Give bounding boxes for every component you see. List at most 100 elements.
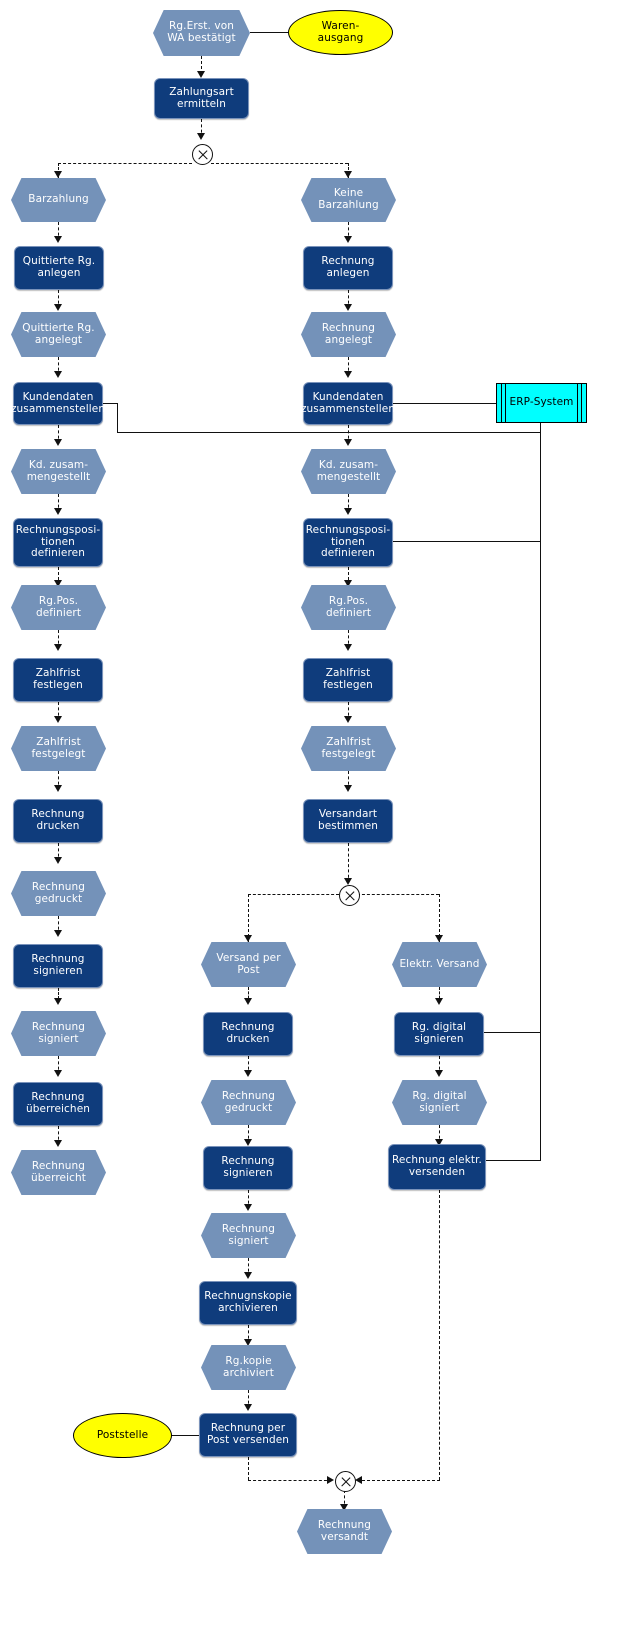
- function-label: Rechnung drucken: [31, 808, 85, 832]
- event-label: Rechnung überreicht: [31, 1159, 86, 1184]
- function-rechnung-signieren-post[interactable]: Rechnung signieren: [203, 1146, 293, 1190]
- edge-l3: [58, 357, 59, 376]
- arrowhead: [344, 236, 352, 243]
- edge-r8: [348, 702, 349, 721]
- function-rg-digital-signieren[interactable]: Rg. digital signieren: [394, 1012, 484, 1056]
- event-rechnung-versandt[interactable]: Rechnung versandt: [297, 1509, 392, 1554]
- xor-connector-join[interactable]: [335, 1471, 356, 1492]
- event-label: Rechnung signiert: [221, 1222, 276, 1247]
- edge-xor2-right: [357, 894, 439, 895]
- arrowhead: [435, 1070, 443, 1077]
- arrowhead: [344, 644, 352, 651]
- edge-l7: [58, 630, 59, 649]
- event-label: Elektr. Versand: [399, 957, 480, 970]
- edge-m3: [248, 1125, 249, 1144]
- arrowhead: [54, 508, 62, 515]
- edge-xor2-right-down: [439, 894, 440, 942]
- function-rechnungspositionen-definieren-bar[interactable]: Rechnungsposi-tionen definieren: [13, 518, 103, 567]
- information-system-erp[interactable]: ERP-System: [496, 383, 587, 423]
- arrowhead: [54, 644, 62, 651]
- event-label: Rechnung versandt: [317, 1518, 372, 1543]
- function-zahlungsart-ermitteln[interactable]: Zahlungsart ermitteln: [154, 78, 249, 119]
- edge-postversand-down: [248, 1457, 249, 1480]
- function-rechnung-ueberreichen[interactable]: Rechnung überreichen: [13, 1082, 103, 1126]
- arrowhead: [435, 1139, 443, 1146]
- event-rechnung-signiert-bar[interactable]: Rechnung signiert: [11, 1011, 106, 1056]
- arrowhead: [54, 1070, 62, 1077]
- xor-connector-split-2[interactable]: [339, 885, 360, 906]
- event-zahlfrist-festgelegt-keinebar[interactable]: Zahlfrist festgelegt: [301, 726, 396, 771]
- event-label: Zahlfrist festgelegt: [31, 735, 86, 760]
- edge-l6: [58, 567, 59, 585]
- edge-xor2-left-down: [248, 894, 249, 942]
- edge-r4: [348, 425, 349, 444]
- org-unit-warenausgang[interactable]: Waren-ausgang: [288, 10, 393, 55]
- edge-m2: [248, 1056, 249, 1075]
- arrowhead: [54, 857, 62, 864]
- arrowhead: [54, 304, 62, 311]
- event-rg-digital-signiert[interactable]: Rg. digital signiert: [392, 1080, 487, 1125]
- edge-xor1-left: [58, 163, 192, 164]
- arrowhead: [344, 371, 352, 378]
- arrowhead: [54, 371, 62, 378]
- event-zahlfrist-festgelegt-bar[interactable]: Zahlfrist festgelegt: [11, 726, 106, 771]
- edge-l13: [58, 1056, 59, 1075]
- edge-startevent-to-warenausgang: [250, 32, 288, 34]
- function-zahlfrist-festlegen-keinebar[interactable]: Zahlfrist festlegen: [303, 658, 393, 702]
- function-rechnung-anlegen[interactable]: Rechnung anlegen: [303, 246, 393, 290]
- edge-l14: [58, 1126, 59, 1145]
- event-rechnung-gedruckt-bar[interactable]: Rechnung gedruckt: [11, 871, 106, 916]
- edge-r5: [348, 494, 349, 513]
- function-label: Rechnung signieren: [221, 1155, 275, 1179]
- org-unit-poststelle[interactable]: Poststelle: [73, 1413, 172, 1458]
- function-quittierte-rg-anlegen[interactable]: Quittierte Rg. anlegen: [14, 246, 104, 290]
- event-versand-per-post[interactable]: Versand per Post: [201, 942, 296, 987]
- event-rgpos-definiert-bar[interactable]: Rg.Pos. definiert: [11, 585, 106, 630]
- edge-r1: [348, 222, 349, 241]
- system-bar-right-inner: [577, 384, 578, 422]
- edge-e1: [439, 987, 440, 1003]
- arrowhead: [54, 1140, 62, 1147]
- edge-elektr-versenden-to-trunk: [484, 1160, 541, 1162]
- function-rechnungspositionen-definieren-keinebar[interactable]: Rechnungsposi-tionen definieren: [303, 518, 393, 567]
- function-rechnung-elektr-versenden[interactable]: Rechnung elektr. versenden: [388, 1144, 486, 1190]
- event-label: Barzahlung: [28, 193, 89, 206]
- edge-xorjoin-to-end: [344, 1490, 345, 1509]
- edge-l10: [58, 843, 59, 862]
- edge-r7: [348, 630, 349, 649]
- edge-zahlungsart-to-xor1: [201, 119, 202, 138]
- function-rechnung-drucken-post[interactable]: Rechnung drucken: [203, 1012, 293, 1056]
- function-kundendaten-zusammenstellen-bar[interactable]: Kundendaten zusammenstellen: [11, 382, 105, 425]
- function-label: Rechnung per Post versenden: [206, 1422, 290, 1446]
- function-rechnungskopie-archivieren[interactable]: Rechnugnskopie archivieren: [199, 1281, 297, 1325]
- function-rechnung-per-post-versenden[interactable]: Rechnung per Post versenden: [199, 1413, 297, 1457]
- function-label: Rechnugnskopie archivieren: [204, 1290, 292, 1314]
- event-barzahlung[interactable]: Barzahlung: [11, 178, 106, 222]
- function-rechnung-signieren-bar[interactable]: Rechnung signieren: [13, 944, 103, 988]
- function-rechnung-drucken-bar[interactable]: Rechnung drucken: [13, 799, 103, 843]
- arrowhead: [244, 1139, 252, 1146]
- event-rgpos-definiert-keinebar[interactable]: Rg.Pos. definiert: [301, 585, 396, 630]
- xor-connector-split-1[interactable]: [192, 144, 213, 165]
- function-zahlfrist-festlegen-bar[interactable]: Zahlfrist festlegen: [13, 658, 103, 702]
- function-versandart-bestimmen[interactable]: Versandart bestimmen: [303, 799, 393, 843]
- event-quittierte-rg-angelegt[interactable]: Quittierte Rg. angelegt: [11, 312, 106, 357]
- event-rechnung-ueberreicht[interactable]: Rechnung überreicht: [11, 1150, 106, 1195]
- event-rgkopie-archiviert[interactable]: Rg.kopie archiviert: [201, 1345, 296, 1390]
- event-rechnung-gedruckt-post[interactable]: Rechnung gedruckt: [201, 1080, 296, 1125]
- function-label: Rechnung elektr. versenden: [391, 1154, 482, 1178]
- event-rg-erst-bestaetigt[interactable]: Rg.Erst. von WA bestätigt: [153, 10, 250, 56]
- arrowhead: [435, 935, 443, 942]
- function-label: Quittierte Rg. anlegen: [22, 255, 96, 279]
- event-label: Rg.kopie archiviert: [223, 1354, 274, 1379]
- event-keine-barzahlung[interactable]: Keine Barzahlung: [301, 178, 396, 222]
- edge-r9: [348, 771, 349, 790]
- event-rechnung-angelegt[interactable]: Rechnung angelegt: [301, 312, 396, 357]
- arrowhead: [344, 716, 352, 723]
- event-elektr-versand[interactable]: Elektr. Versand: [392, 942, 487, 987]
- event-rechnung-signiert-post[interactable]: Rechnung signiert: [201, 1213, 296, 1258]
- event-kd-zusammengestellt-keinebar[interactable]: Kd. zusam-mengestellt: [301, 449, 396, 494]
- function-kundendaten-zusammenstellen-keinebar[interactable]: Kundendaten zusammenstellen: [301, 382, 395, 425]
- arrowhead: [54, 998, 62, 1005]
- event-kd-zusammengestellt-bar[interactable]: Kd. zusam-mengestellt: [11, 449, 106, 494]
